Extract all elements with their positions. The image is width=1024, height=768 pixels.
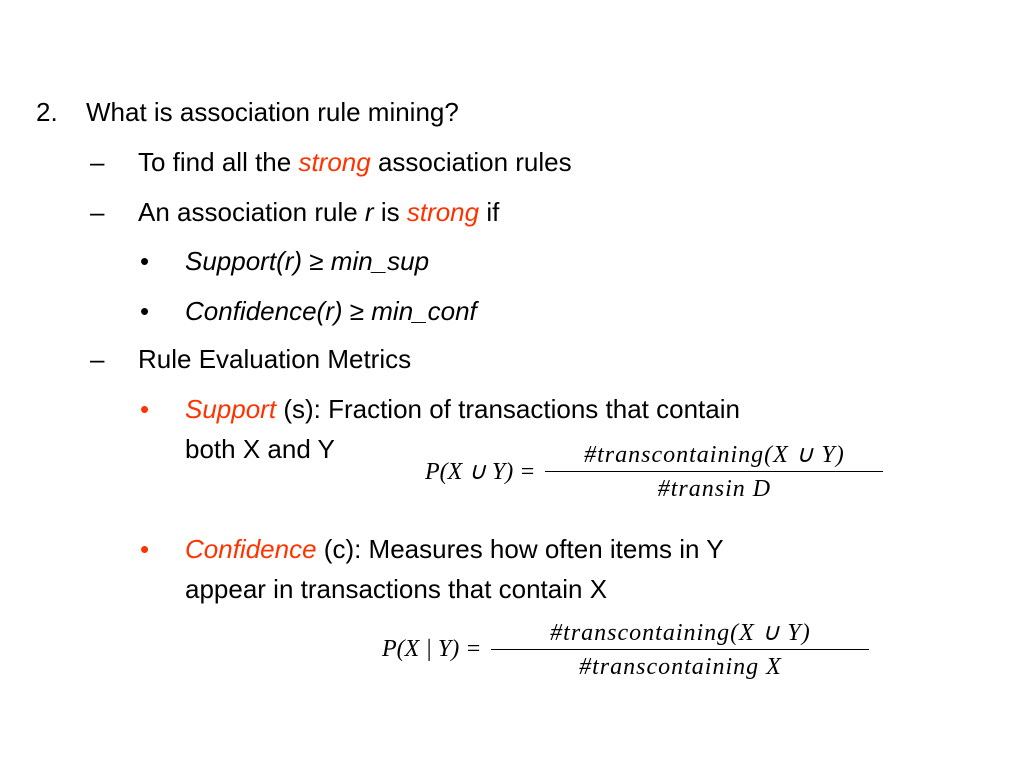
text-segment: min_conf	[371, 296, 477, 326]
bullet-marker: •	[140, 534, 150, 564]
dash-line-1-text: To find all the strong association rules	[138, 147, 572, 177]
question-text: What is association rule mining?	[86, 97, 459, 127]
confidence-term: Confidence	[185, 534, 317, 564]
support-def-line-1: Support (s): Fraction of transactions th…	[185, 394, 740, 424]
text-segment: (s): Fraction of transactions that conta…	[283, 394, 740, 424]
formula-fraction: #transcontaining(X ∪ Y) #transin D	[545, 440, 884, 503]
confidence-formula: P(X | Y) = #transcontaining(X ∪ Y) #tran…	[382, 618, 870, 681]
text-segment: is	[380, 197, 400, 227]
question-number: 2.	[36, 97, 58, 127]
text-segment: appear in transactions that contain X	[185, 574, 608, 604]
text-segment: Support(r)	[185, 246, 303, 276]
bullet-marker: •	[140, 296, 150, 326]
text-segment: (c): Measures how often items in Y	[323, 534, 724, 564]
bullet-marker: •	[140, 246, 150, 276]
formula-lhs: P(X ∪ Y) =	[425, 459, 536, 485]
dash-line-2-text: An association rule r is strong if	[138, 197, 499, 227]
text-segment: An association rule	[138, 197, 358, 227]
support-condition-text: Support(r) ≥ min_sup	[185, 246, 429, 276]
dash-marker: –	[90, 344, 105, 374]
formula-denominator: #transcontaining X	[579, 654, 782, 680]
rule-variable: r	[364, 197, 374, 227]
support-term: Support	[185, 394, 277, 424]
confidence-def-line-1: Confidence (c): Measures how often items…	[185, 534, 724, 564]
confidence-condition-text: Confidence(r) ≥ min_conf	[185, 296, 477, 326]
dash-marker: –	[90, 147, 105, 177]
text-segment: min_sup	[330, 246, 430, 276]
formula-denominator: #transin D	[657, 476, 772, 502]
emphasis-strong: strong	[298, 147, 371, 177]
formula-numerator: #transcontaining(X ∪ Y)	[545, 440, 884, 472]
text-segment: if	[486, 197, 500, 227]
text-segment: To find all the	[138, 147, 292, 177]
text-segment: Confidence(r)	[185, 296, 343, 326]
geq-symbol: ≥	[309, 246, 324, 276]
text-segment: association rules	[377, 147, 572, 177]
formula-fraction: #transcontaining(X ∪ Y) #transcontaining…	[491, 618, 870, 681]
support-formula: P(X ∪ Y) = #transcontaining(X ∪ Y) #tran…	[425, 440, 884, 503]
geq-symbol: ≥	[349, 296, 365, 326]
dash-marker: –	[90, 197, 105, 227]
formula-lhs: P(X | Y) =	[382, 636, 482, 662]
dash-line-3-text: Rule Evaluation Metrics	[138, 344, 412, 374]
emphasis-strong: strong	[406, 197, 480, 227]
bullet-marker: •	[140, 394, 150, 424]
text-segment: both X and Y	[185, 434, 335, 464]
formula-numerator: #transcontaining(X ∪ Y)	[491, 618, 870, 650]
